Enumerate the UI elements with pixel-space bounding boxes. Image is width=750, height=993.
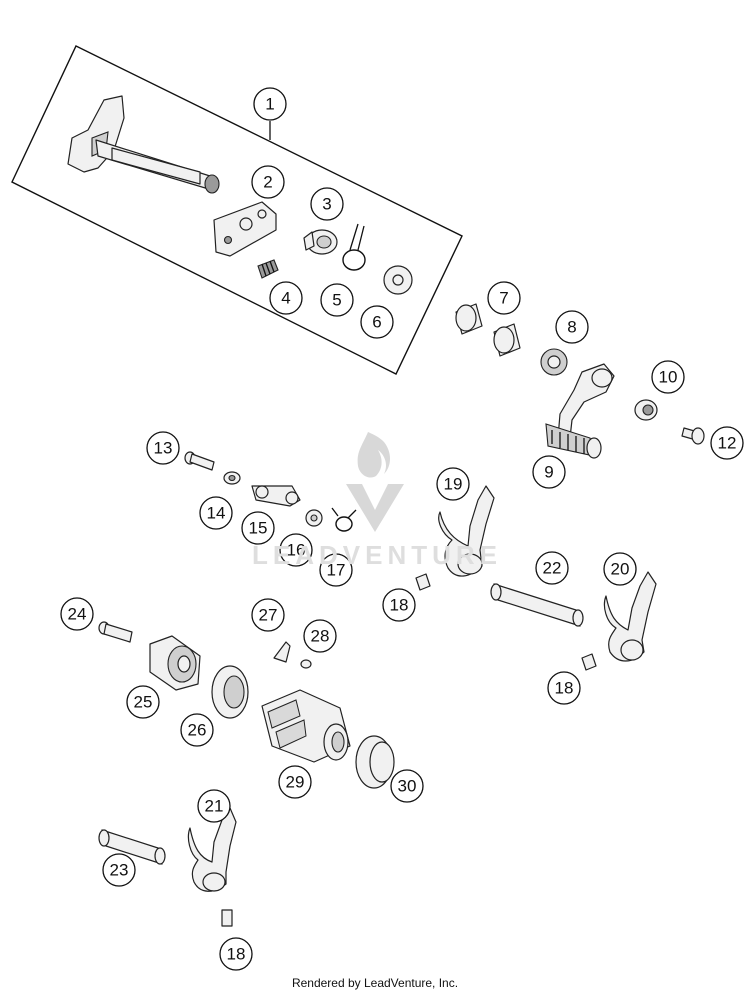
shift-drum-locating-part xyxy=(149,635,201,691)
callout-14: 14 xyxy=(199,496,233,530)
bolt-13-part xyxy=(184,451,215,471)
svg-text:12: 12 xyxy=(718,434,737,453)
screw-28-part xyxy=(300,659,312,669)
callout-28: 28 xyxy=(303,619,337,653)
shift-fork-19-part xyxy=(438,485,495,577)
svg-text:7: 7 xyxy=(499,289,508,308)
svg-text:28: 28 xyxy=(311,627,330,646)
svg-text:20: 20 xyxy=(611,560,630,579)
callout-4: 4 xyxy=(269,281,303,315)
svg-text:9: 9 xyxy=(544,463,553,482)
svg-text:16: 16 xyxy=(287,541,306,560)
bearing-part xyxy=(540,348,568,376)
shift-fork-20-part xyxy=(603,571,657,662)
callout-25: 25 xyxy=(126,685,160,719)
callout-2: 2 xyxy=(251,165,285,199)
svg-text:19: 19 xyxy=(444,475,463,494)
svg-text:2: 2 xyxy=(263,173,272,192)
shift-plate-part xyxy=(213,201,277,257)
callout-17: 17 xyxy=(319,553,353,587)
callout-27: 27 xyxy=(251,598,285,632)
callout-13: 13 xyxy=(146,431,180,465)
svg-text:24: 24 xyxy=(68,605,87,624)
svg-text:23: 23 xyxy=(110,861,129,880)
callout-18-bottom: 18 xyxy=(219,937,253,971)
guide-pin-part xyxy=(221,573,597,927)
svg-text:1: 1 xyxy=(265,95,274,114)
watermark-logo xyxy=(346,432,404,532)
callout-24: 24 xyxy=(60,597,94,631)
svg-text:8: 8 xyxy=(567,318,576,337)
render-credit: Rendered by LeadVenture, Inc. xyxy=(291,976,459,990)
callout-5: 5 xyxy=(320,283,354,317)
svg-text:18: 18 xyxy=(555,679,574,698)
callout-10: 10 xyxy=(651,360,685,394)
callout-15: 15 xyxy=(241,511,275,545)
svg-text:10: 10 xyxy=(659,368,678,387)
callout-23: 23 xyxy=(102,853,136,887)
svg-text:18: 18 xyxy=(390,596,409,615)
assembly-group-frame xyxy=(11,45,463,375)
callout-9: 9 xyxy=(532,455,566,489)
locking-lever-part xyxy=(251,485,301,507)
svg-text:27: 27 xyxy=(259,606,278,625)
shift-lever-part xyxy=(545,363,615,459)
washer-part xyxy=(383,265,413,295)
bushing-part xyxy=(455,303,521,357)
svg-text:5: 5 xyxy=(332,291,341,310)
callout-29: 29 xyxy=(278,765,312,799)
shift-shaft-part xyxy=(67,95,220,194)
svg-text:22: 22 xyxy=(543,559,562,578)
svg-text:26: 26 xyxy=(188,721,207,740)
callout-12: 12 xyxy=(710,426,744,460)
callout-6: 6 xyxy=(360,305,394,339)
drum-bearing-part xyxy=(211,665,249,719)
callout-20: 20 xyxy=(603,552,637,586)
shift-drum-part xyxy=(261,689,351,763)
svg-text:21: 21 xyxy=(205,797,224,816)
callout-18-right: 18 xyxy=(547,671,581,705)
callout-16: 16 xyxy=(279,533,313,567)
callout-19: 19 xyxy=(436,467,470,501)
bolt-24-part xyxy=(98,621,133,643)
callout-1: 1 xyxy=(253,87,287,121)
callout-8: 8 xyxy=(555,310,589,344)
torsion-spring-part xyxy=(342,223,366,271)
svg-text:25: 25 xyxy=(134,693,153,712)
watermark-text: LEADVENTURE xyxy=(251,540,502,570)
callout-18-top: 18 xyxy=(382,588,416,622)
callout-30: 30 xyxy=(390,769,424,803)
callout-21: 21 xyxy=(197,789,231,823)
svg-text:3: 3 xyxy=(322,195,331,214)
lever-bolt-part xyxy=(681,427,705,445)
retaining-plate-27-part xyxy=(273,641,291,663)
svg-text:13: 13 xyxy=(154,439,173,458)
drum-ring-part xyxy=(355,735,395,789)
lever-washer-part xyxy=(634,399,658,421)
callout-3: 3 xyxy=(310,187,344,221)
svg-text:18: 18 xyxy=(227,945,246,964)
shift-rail-23-part xyxy=(98,829,166,865)
svg-text:29: 29 xyxy=(286,773,305,792)
shift-fork-21-part xyxy=(187,807,237,892)
svg-text:4: 4 xyxy=(281,289,290,308)
shift-rail-22-part xyxy=(490,583,584,627)
spring-17-part xyxy=(331,507,357,532)
svg-text:15: 15 xyxy=(249,519,268,538)
callout-7: 7 xyxy=(487,281,521,315)
ratchet-part xyxy=(303,229,338,255)
svg-text:14: 14 xyxy=(207,504,226,523)
svg-text:6: 6 xyxy=(372,313,381,332)
compression-spring-part xyxy=(257,259,279,279)
callout-26: 26 xyxy=(180,713,214,747)
svg-text:30: 30 xyxy=(398,777,417,796)
roller-part xyxy=(305,509,323,527)
svg-text:17: 17 xyxy=(327,561,346,580)
washer-14-part xyxy=(223,471,241,485)
callout-22: 22 xyxy=(535,551,569,585)
